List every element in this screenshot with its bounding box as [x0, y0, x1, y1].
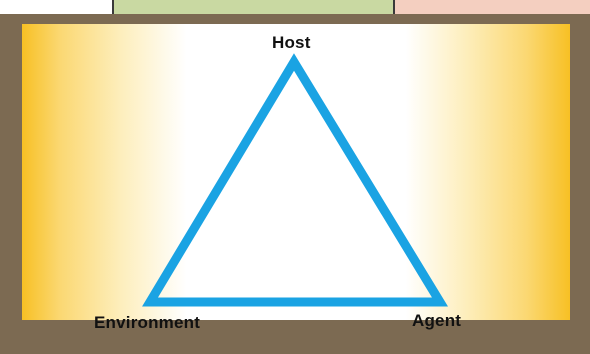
top-strip-left [0, 0, 112, 14]
top-strip-middle [112, 0, 395, 14]
node-host-label: Host [272, 33, 311, 52]
top-strip-right [395, 0, 590, 14]
triangle-shape [142, 53, 449, 307]
node-environment-label: Environment [94, 313, 201, 332]
node-agent-label: Agent [412, 311, 462, 330]
